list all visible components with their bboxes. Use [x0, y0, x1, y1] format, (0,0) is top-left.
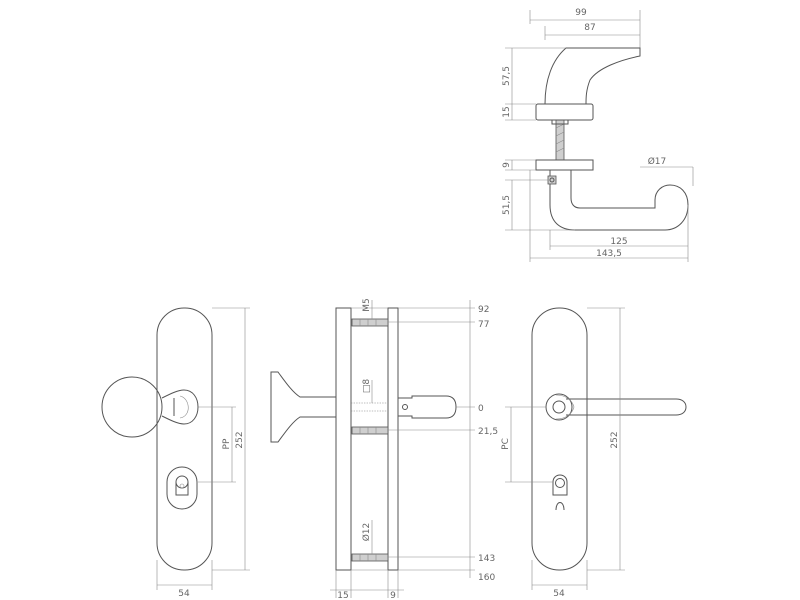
dim-51-5: 51,5 [502, 195, 512, 215]
knob-backplate [156, 307, 213, 571]
lever-top-view: 99 87 57,5 15 9 [502, 8, 694, 262]
lever-backplate [531, 307, 588, 571]
section-side-view: M5 □8 Ø12 92 77 0 21,5 143 160 15 9 [270, 298, 498, 600]
knob-plate-front-view: PP 252 54 [101, 307, 250, 599]
knob [101, 376, 163, 438]
screw-top [351, 318, 389, 327]
dim-54-left: 54 [178, 589, 190, 599]
rose-bottom [535, 159, 594, 171]
dim-54-right: 54 [553, 589, 565, 599]
dim-15-top: 15 [502, 106, 512, 117]
dim-143: 143 [478, 554, 495, 564]
dim-15-bottom: 15 [337, 591, 348, 600]
dim-dia-12: Ø12 [361, 523, 372, 542]
dim-dia-17: Ø17 [648, 156, 667, 167]
knob-profile [270, 371, 337, 443]
lever-grip [549, 170, 689, 231]
dim-99: 99 [575, 8, 587, 18]
lever-arm-front [566, 398, 687, 416]
dim-252-right: 252 [610, 431, 620, 448]
outer-plate [335, 307, 352, 571]
dim-0: 0 [478, 404, 484, 414]
inner-plate [387, 307, 399, 571]
cylinder-profile [552, 474, 568, 496]
dim-77: 77 [478, 320, 489, 330]
dim-252-left: 252 [235, 431, 245, 448]
screw-bottom [351, 553, 389, 562]
cylinder-cutout [166, 466, 198, 510]
dim-square-8: □8 [362, 379, 372, 394]
dim-pc: PC [501, 438, 511, 450]
dim-9: 9 [502, 162, 512, 168]
lever-stub [398, 395, 457, 419]
dim-92: 92 [478, 305, 489, 315]
dim-21-5: 21,5 [478, 427, 498, 437]
dim-143-5: 143,5 [596, 249, 622, 259]
rose-top [535, 103, 594, 121]
dim-57-5: 57,5 [502, 66, 512, 86]
dim-125: 125 [610, 237, 627, 247]
dim-160: 160 [478, 573, 495, 583]
dim-m5: M5 [362, 298, 372, 312]
lever-arm [544, 47, 641, 105]
dim-pp: PP [222, 438, 232, 449]
dim-9-bottom: 9 [390, 591, 396, 600]
dim-87: 87 [584, 23, 595, 33]
lever-plate-front-view: PC 252 54 [501, 307, 687, 599]
screw-middle [351, 426, 389, 435]
